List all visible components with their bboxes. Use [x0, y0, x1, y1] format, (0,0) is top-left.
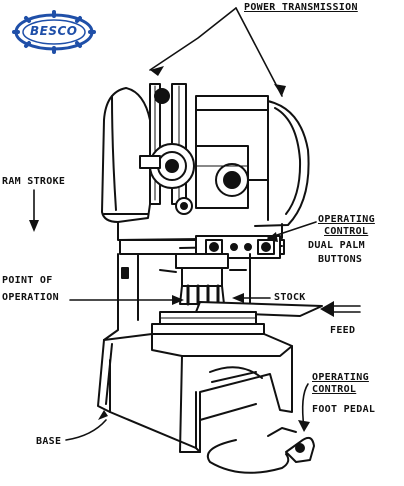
label-foot-pedal: FOOT PEDAL: [312, 404, 376, 415]
label-ram-stroke: RAM STROKE: [2, 176, 66, 187]
label-stock: STOCK: [274, 292, 306, 303]
label-power-transmission: POWER TRANSMISSION: [244, 2, 358, 13]
label-operation: OPERATION: [2, 292, 59, 303]
label-point-of: POINT OF: [2, 275, 53, 286]
label-operating-control-foot-1: OPERATING: [312, 372, 369, 383]
foot-pedal: [206, 427, 315, 474]
leader-lines: [33, 7, 361, 441]
label-base: BASE: [36, 436, 62, 447]
belt-drive: [139, 83, 195, 215]
besco-logo-gear: [12, 10, 96, 54]
arrow-heads: [29, 66, 334, 432]
press-base: [97, 333, 293, 453]
label-operating-control-foot-2: CONTROL: [312, 384, 357, 395]
motor-housing: [195, 145, 249, 209]
label-operating-control-palm-1: OPERATING: [318, 214, 375, 225]
besco-logo-text: BESCO: [30, 24, 78, 38]
gear-guard: [101, 87, 154, 223]
bolster-and-stock: [151, 301, 323, 335]
label-feed: FEED: [330, 325, 356, 336]
label-buttons: BUTTONS: [318, 254, 363, 265]
label-operating-control-palm-2: CONTROL: [324, 226, 369, 237]
label-dual-palm: DUAL PALM: [308, 240, 365, 251]
